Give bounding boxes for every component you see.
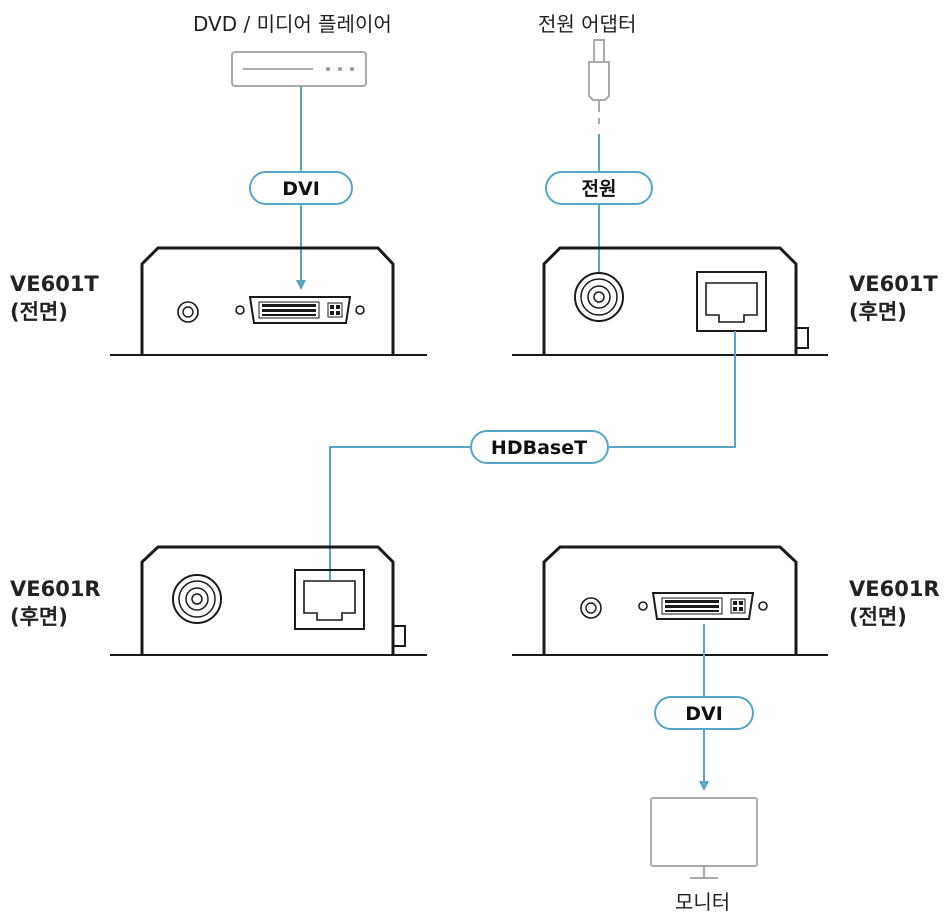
monitor-label: 모니터 [675, 890, 731, 914]
receiver-front-device [512, 545, 828, 656]
receiver-rear-device [110, 545, 427, 656]
transmitter-front-model: VE601T [10, 272, 99, 296]
power-adapter-label: 전원 어댑터 [538, 12, 637, 36]
rj45-port-icon [696, 271, 767, 332]
receiver-rear-label: VE601R (후면) [10, 575, 101, 631]
dvd-player-label: DVD / 미디어 플레이어 [193, 12, 392, 36]
transmitter-rear-label: VE601T (후면) [849, 270, 938, 326]
dvd-player-icon [231, 51, 367, 87]
dvi-output-pill: DVI [654, 696, 754, 730]
hdbaset-pill: HDBaseT [470, 430, 609, 464]
dvi-output-pill-text: DVI [685, 703, 723, 725]
power-pill: 전원 [545, 171, 653, 205]
rj45-port-icon [294, 569, 365, 630]
dvi-port-icon [638, 592, 768, 620]
dvi-input-pill: DVI [249, 171, 353, 205]
transmitter-front-label: VE601T (전면) [10, 270, 99, 326]
power-pill-text: 전원 [582, 178, 617, 200]
power-adapter-icon [588, 39, 610, 124]
audio-jack-icon [580, 597, 602, 619]
dvi-input-pill-text: DVI [282, 178, 320, 200]
dvi-port-icon [235, 296, 365, 324]
receiver-rear-model: VE601R [10, 577, 101, 601]
transmitter-rear-model: VE601T [849, 272, 938, 296]
transmitter-rear-device [512, 246, 828, 356]
receiver-front-view: (전면) [849, 605, 907, 629]
power-jack-icon [172, 574, 222, 624]
monitor-icon [650, 797, 758, 879]
hdbaset-pill-text: HDBaseT [491, 437, 587, 459]
transmitter-front-view: (전면) [10, 300, 68, 324]
receiver-front-model: VE601R [849, 577, 940, 601]
transmitter-front-device [110, 246, 427, 356]
receiver-front-label: VE601R (전면) [849, 575, 940, 631]
receiver-rear-view: (후면) [10, 605, 68, 629]
transmitter-rear-view: (후면) [849, 300, 907, 324]
power-jack-icon [574, 272, 624, 322]
audio-jack-icon [177, 301, 199, 323]
